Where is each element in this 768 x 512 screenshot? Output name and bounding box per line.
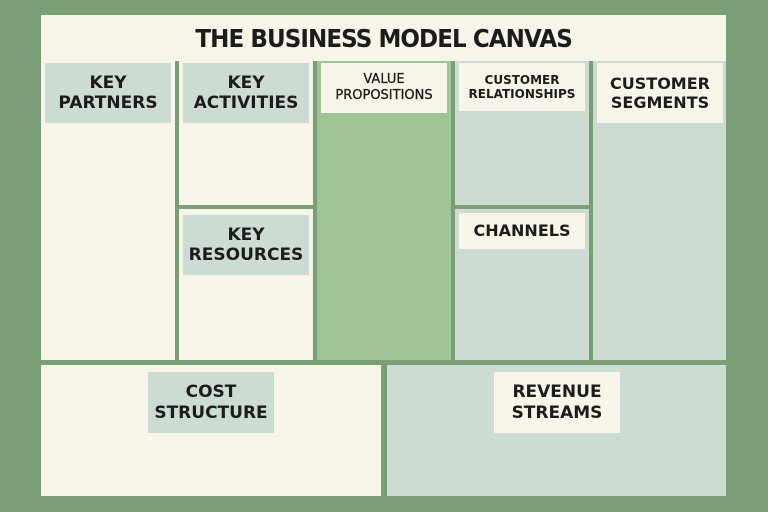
key-partners-label: KEY PARTNERS [45,63,171,123]
value-propositions-line-1: VALUE [363,72,405,88]
customer-relationships-line-2: RELATIONSHIPS [468,87,576,101]
title-banner: THE BUSINESS MODEL CANVAS [41,15,726,61]
revenue-streams-line-1: REVENUE [512,382,602,403]
key-partners-line-2: PARTNERS [58,93,158,113]
channels-line-1: CHANNELS [473,221,571,241]
customer-relationships-label: CUSTOMER RELATIONSHIPS [459,63,585,111]
page-title: THE BUSINESS MODEL CANVAS [195,23,572,53]
cost-structure-line-2: STRUCTURE [154,402,268,423]
key-activities-line-2: ACTIVITIES [193,93,299,113]
customer-segments-line-1: CUSTOMER [610,73,710,93]
channels-label: CHANNELS [459,213,585,249]
revenue-streams-label: REVENUE STREAMS [494,372,620,433]
key-resources-line-2: RESOURCES [188,245,304,265]
value-propositions-line-2: PROPOSITIONS [335,88,433,103]
revenue-streams-line-2: STREAMS [511,402,603,423]
customer-segments-line-2: SEGMENTS [610,93,710,112]
cost-structure-line-1: COST [185,382,237,403]
key-activities-label: KEY ACTIVITIES [183,63,309,123]
key-resources-line-1: KEY [227,224,265,245]
customer-relationships-line-1: CUSTOMER [484,72,560,87]
value-propositions-label: VALUE PROPOSITIONS [321,63,447,113]
key-partners-line-1: KEY [89,72,127,93]
key-resources-label: KEY RESOURCES [183,215,309,275]
key-activities-line-1: KEY [227,72,265,93]
customer-segments-label: CUSTOMER SEGMENTS [597,63,723,123]
cost-structure-label: COST STRUCTURE [148,372,274,433]
